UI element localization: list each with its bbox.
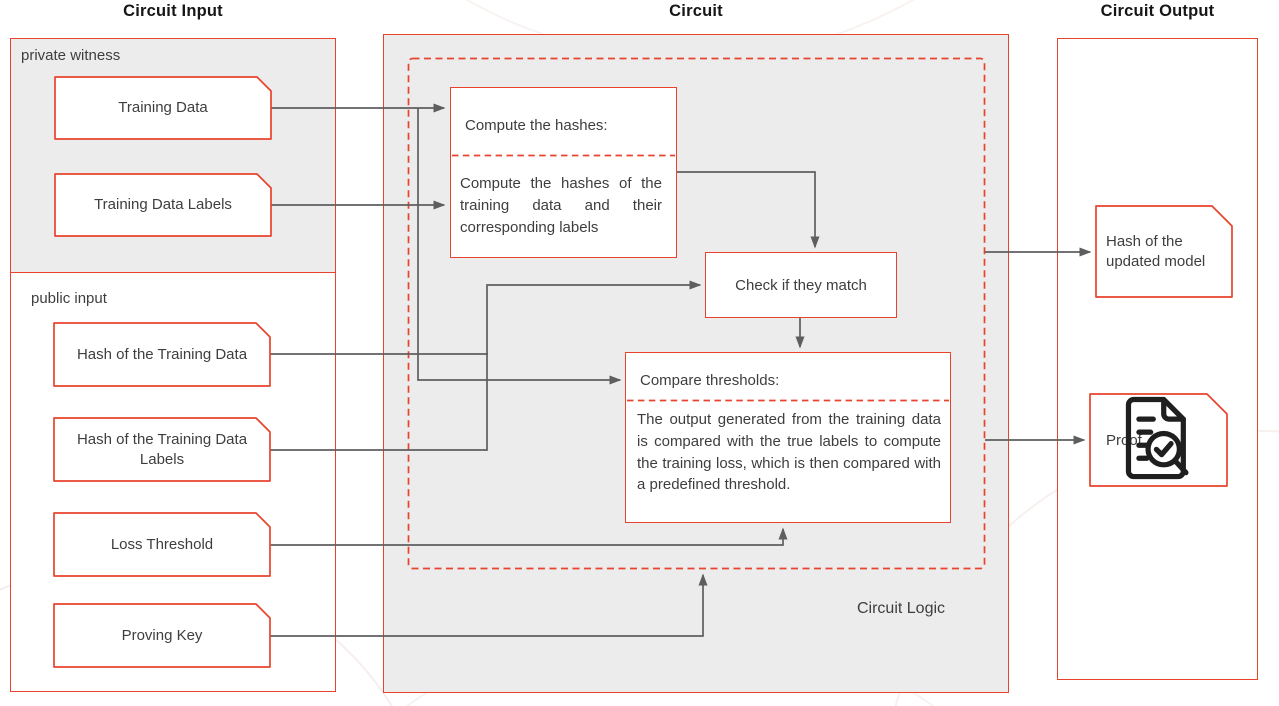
node-label: Hash of the updated model (1106, 232, 1206, 270)
compare-thresholds-title: Compare thresholds: (640, 372, 780, 389)
node-label: Proof (1106, 431, 1142, 449)
node-compute-hashes: Compute the hashes: Compute the hashes o… (450, 87, 677, 258)
header-circuit-output: Circuit Output (1100, 2, 1215, 20)
node-proving-key: Proving Key (53, 603, 271, 668)
public-input-label: public input (31, 290, 107, 307)
header-circuit-input: Circuit Input (123, 2, 223, 20)
node-label: Loss Threshold (110, 535, 214, 553)
document-magnifier-check-icon (1125, 396, 1189, 480)
panel-private-witness (10, 38, 336, 274)
node-hash-training-data-labels: Hash of the Training Data Labels (53, 417, 271, 482)
node-loss-threshold: Loss Threshold (53, 512, 271, 577)
header-circuit: Circuit (669, 2, 723, 20)
compare-thresholds-description: The output generated from the training d… (637, 411, 941, 494)
node-label: Proving Key (121, 626, 203, 644)
node-hash-updated-model: Hash of the updated model (1095, 205, 1233, 298)
node-training-data-labels: Training Data Labels (54, 173, 272, 237)
dashed-divider (626, 399, 950, 402)
node-label: Training Data (118, 99, 208, 116)
panel-circuit-output (1057, 38, 1258, 680)
node-check-if-they-match: Check if they match (705, 252, 897, 318)
dashed-divider (451, 154, 676, 157)
node-label: Training Data Labels (94, 196, 232, 213)
node-hash-training-data: Hash of the Training Data (53, 322, 271, 387)
check-match-label: Check if they match (735, 276, 867, 294)
node-proof: Proof (1089, 393, 1228, 487)
private-witness-label: private witness (21, 47, 121, 64)
node-label: Hash of the Training Data (76, 345, 248, 363)
circuit-logic-label: Circuit Logic (856, 600, 946, 617)
node-compare-thresholds: Compare thresholds: The output generated… (625, 352, 951, 523)
compute-hashes-title: Compute the hashes: (465, 117, 608, 134)
compute-hashes-description: Compute the hashes of the training data … (460, 175, 662, 236)
node-label: Hash of the Training Data Labels (76, 430, 248, 468)
node-training-data: Training Data (54, 76, 272, 140)
